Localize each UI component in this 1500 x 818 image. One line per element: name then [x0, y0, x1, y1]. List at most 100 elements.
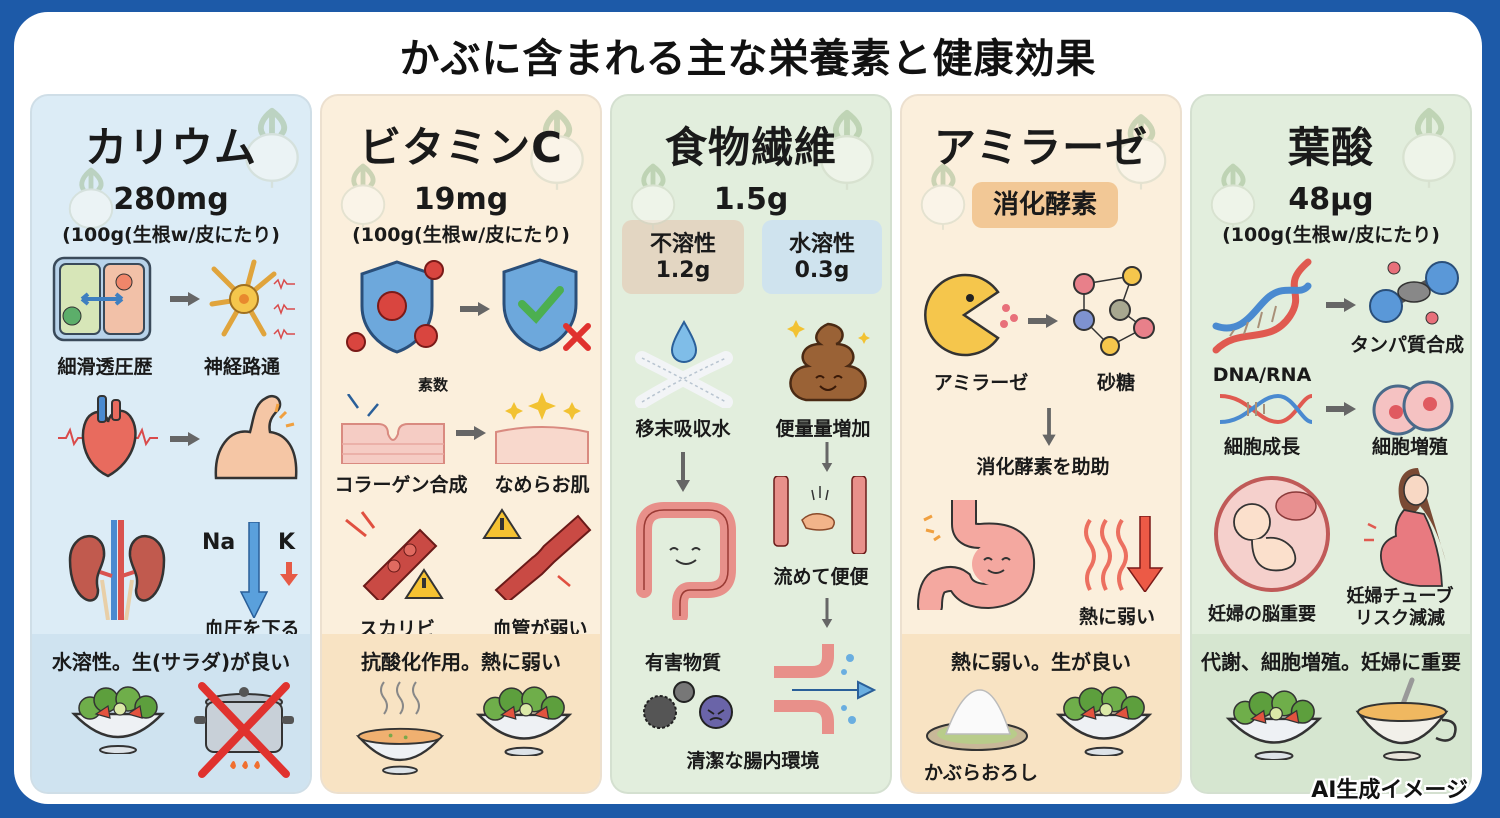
muscle-arm-icon: [214, 394, 298, 480]
cooking-tip: 水溶性。生(サラダ)が良い: [51, 650, 291, 674]
heart-icon: [58, 395, 158, 478]
per-unit-note: (100g(生根w/皮にたり): [352, 224, 570, 246]
fiber-type-amount: 1.2g: [655, 258, 711, 283]
cooking-tip-section: 水溶性。生(サラダ)が良い: [32, 634, 310, 792]
nutrient-amount: 48μg: [1288, 182, 1374, 217]
enzyme-subtitle-badge: 消化酵素: [972, 182, 1118, 228]
shield-virus-icon: [346, 260, 444, 354]
pregnant-woman-icon: [1364, 468, 1446, 587]
column-amylase: アミラーゼ 消化酵素 アミラーゼ 砂糖 消化酵素を助助: [900, 94, 1182, 794]
nutrient-amount: 280mg: [113, 182, 229, 217]
arrow-right-icon: [1326, 298, 1356, 312]
column-dietary-fiber: 食物繊維 1.5g 不溶性 1.2g 水溶性 0.3g 移末吸収水 便量量増加: [610, 94, 892, 794]
effect-label: DNA/RNA: [1212, 364, 1312, 386]
per-unit-note: (100g(生根w/皮にたり): [62, 224, 280, 246]
heat-down-arrow-icon: [1084, 516, 1164, 592]
food-label: かぶらおろし: [923, 762, 1038, 784]
effect-label: 細胞増殖: [1371, 436, 1448, 458]
effect-label: 消化酵素を助助: [976, 456, 1110, 478]
effect-label: タンパ質合成: [1349, 334, 1464, 356]
skin-wrinkle-icon: [341, 394, 445, 464]
nutrient-name: 食物繊維: [664, 123, 837, 172]
arrow-right-icon: [1028, 314, 1058, 328]
effect-label: なめらお肌: [494, 474, 590, 496]
effect-label: 妊婦の脳重要: [1208, 604, 1316, 625]
effect-label: 神経路通: [203, 356, 280, 378]
nutrient-name: アミラーゼ: [933, 123, 1149, 172]
effect-label: 熱に弱い: [1078, 606, 1155, 628]
page-title: かぶに含まれる主な栄養素と健康効果: [399, 36, 1097, 82]
sodium-label: Na: [202, 530, 236, 555]
clean-intestine-icon: [774, 644, 876, 734]
effect-label: 細胞成長: [1223, 436, 1300, 458]
nutrient-name: 葉酸: [1287, 123, 1374, 172]
ai-generated-watermark: AI生成イメージ: [1311, 778, 1468, 803]
happy-stomach-icon: [917, 500, 1036, 610]
per-unit-note: (100g(生根w/皮にたり): [1222, 224, 1440, 246]
salad-bowl-icon: [68, 684, 168, 754]
intestine-flow-icon: [773, 476, 867, 554]
annotation-label: 素数: [418, 376, 449, 394]
effect-label: 移末吸収水: [635, 418, 731, 440]
cooking-tip-section: 抗酸化作用。熱に弱い: [322, 634, 600, 792]
arrow-right-icon: [456, 426, 486, 440]
harmful-substances-icon: [643, 681, 733, 729]
fiber-type-label: 不溶性: [649, 232, 716, 257]
k-down-arrow-icon: [280, 562, 298, 586]
blood-pressure-down-arrow-icon: [239, 522, 269, 618]
dna-helix-icon: [1212, 258, 1312, 354]
potassium-label: K: [278, 530, 296, 555]
column-vitamin-c: ビタミンC 19mg (100g(生根w/皮にたり) 素数 コラーゲン合成: [320, 94, 602, 794]
column-potassium: カリウム 280mg (100g(生根w/皮にたり) 細滑透圧歴 神経路通: [30, 94, 312, 794]
effect-label: 砂糖: [1096, 372, 1135, 394]
fiber-water-icon: [635, 319, 733, 408]
hot-soup-bowl-icon: [350, 681, 450, 776]
arrow-right-icon: [170, 292, 200, 306]
effect-label: 便量量増加: [775, 418, 871, 440]
blood-vessel-warning-icon: [345, 511, 444, 600]
cell-osmosis-icon: [52, 256, 152, 342]
fiber-type-amount: 0.3g: [794, 258, 850, 283]
arrow-right-icon: [170, 432, 200, 446]
boiling-pot-crossed-icon: [194, 682, 294, 778]
pacman-enzyme-icon: [924, 273, 1018, 357]
column-folate: 葉酸 48μg (100g(生根w/皮にたり) タンパ質合成 DNA/RNA: [1190, 94, 1472, 794]
protein-molecule-icon: [1369, 261, 1459, 325]
happy-poop-icon: [787, 320, 870, 402]
nutrient-amount: 19mg: [413, 182, 509, 217]
poster-frame: かぶに含まれる主な栄養素と健康効果 カリウム 280mg (100g(生根w/皮…: [14, 12, 1482, 804]
nutrient-name: ビタミンC: [359, 123, 563, 172]
shield-check-icon: [502, 258, 591, 352]
arrow-down-icon: [820, 598, 834, 628]
nutrient-amount: 1.5g: [713, 182, 789, 217]
insoluble-fiber-badge: 不溶性 1.2g: [622, 220, 744, 294]
arrow-right-icon: [460, 302, 490, 316]
sugar-molecules-icon: [1073, 266, 1155, 356]
cooking-tip: 抗酸化作用。熱に弱い: [361, 650, 561, 674]
kidney-icon: [68, 520, 166, 620]
salad-bowl-icon: [1052, 684, 1156, 756]
arrow-right-icon: [1326, 402, 1356, 416]
soluble-fiber-badge: 水溶性 0.3g: [762, 220, 882, 294]
grated-turnip-icon: [926, 689, 1028, 751]
effect-label: 流めて便便: [773, 566, 869, 588]
cooking-tip-section: 代謝、細胞増殖。妊婦に重要: [1192, 634, 1470, 792]
dna-strand-icon: [1219, 393, 1313, 425]
fiber-summary: 清潔な腸内環境: [686, 750, 820, 772]
weak-vessel-warning-icon: [482, 508, 592, 600]
soup-cup-icon: [1355, 677, 1457, 761]
salad-bowl-icon: [1222, 688, 1326, 760]
happy-colon-icon: [636, 502, 736, 620]
cooking-tip-section: 熱に弱い。生が良い かぶらおろし: [902, 634, 1180, 792]
arrow-down-icon: [820, 442, 834, 472]
cooking-tip: 代謝、細胞増殖。妊婦に重要: [1201, 650, 1461, 674]
effect-label: コラーゲン合成: [334, 474, 468, 496]
effect-label: 有害物質: [644, 652, 721, 674]
arrow-down-icon: [676, 450, 690, 494]
salad-bowl-icon: [472, 684, 576, 756]
neuron-icon: [209, 259, 295, 341]
smooth-skin-icon: [495, 392, 589, 464]
nutrient-name: カリウム: [84, 123, 257, 172]
fetus-brain-icon: [1214, 476, 1330, 592]
cooking-tip: 熱に弱い。生が良い: [951, 650, 1131, 674]
